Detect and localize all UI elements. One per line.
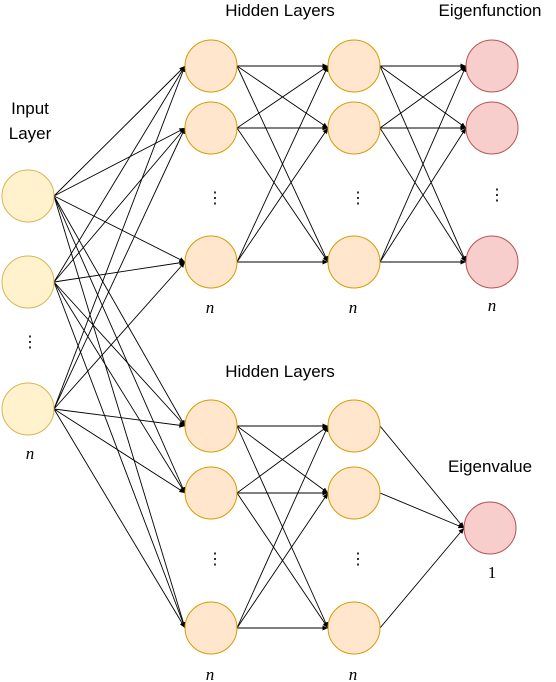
bottom-hidden1-count-label: n: [206, 665, 215, 682]
eigenfunction-label: Eigenfunction: [438, 1, 541, 20]
eigenvalue-label: Eigenvalue: [448, 457, 532, 476]
edge-input-to-th1: [53, 127, 186, 410]
input-ellipsis: ⋮: [22, 334, 38, 351]
eigenfunction-ellipsis: ⋮: [489, 187, 505, 204]
edge-input-to-bh1: [53, 195, 186, 494]
eigenfunction-node-3: [465, 235, 519, 289]
connection-edges: [53, 63, 467, 631]
edge-th2-to-ef: [379, 65, 467, 129]
top-hidden1-ellipsis: ⋮: [207, 190, 223, 207]
edge-bh2-to-ev: [379, 425, 465, 529]
top-hidden2-ellipsis: ⋮: [350, 190, 366, 207]
top-hidden1-node-1: [184, 39, 238, 93]
eigenvalue-node-1: [463, 501, 517, 555]
bottom-hidden2-node-3: [327, 601, 381, 655]
edge-input-to-th1: [53, 65, 186, 197]
edge-th2-to-ef: [379, 127, 467, 263]
edge-input-to-bh1: [53, 281, 186, 494]
edge-input-to-bh1: [53, 408, 186, 428]
top-hidden1-count-label: n: [206, 298, 215, 317]
hidden-layers-bottom-label: Hidden Layers: [225, 362, 335, 381]
edge-th1-to-th2: [236, 127, 329, 263]
eigenfunction-count-label: n: [488, 296, 497, 315]
edge-input-to-bh1: [53, 408, 186, 494]
network-nodes: [1, 39, 519, 655]
top-hidden2-node-3: [327, 235, 381, 289]
hidden-layers-top-label: Hidden Layers: [225, 1, 335, 20]
bottom-hidden1-ellipsis: ⋮: [207, 551, 223, 568]
input-node-1: [1, 169, 55, 223]
edge-bh2-to-ev: [379, 527, 465, 629]
edge-input-to-th1: [53, 127, 186, 197]
eigenvalue-count-label: 1: [488, 563, 497, 582]
top-hidden2-count-label: n: [349, 298, 358, 317]
top-hidden2-node-2: [327, 101, 381, 155]
edge-bh1-to-bh2: [236, 425, 329, 629]
input-node-2: [1, 255, 55, 309]
input-count-label: n: [26, 444, 35, 463]
input-node-3: [1, 382, 55, 436]
eigenfunction-node-1: [465, 39, 519, 93]
bottom-hidden1-node-2: [184, 466, 238, 520]
bottom-hidden2-count-label: n: [349, 665, 358, 682]
top-hidden1-node-2: [184, 101, 238, 155]
edge-input-to-th1: [53, 127, 186, 283]
edge-bh1-to-bh2: [236, 425, 329, 494]
bottom-hidden2-ellipsis: ⋮: [350, 551, 366, 568]
input-layer-label-line2: Layer: [9, 124, 52, 143]
edge-input-to-th1: [53, 261, 186, 410]
bottom-hidden2-node-2: [327, 466, 381, 520]
edge-input-to-th1: [53, 65, 186, 410]
edge-input-to-bh1: [53, 281, 186, 427]
edge-input-to-bh1: [53, 281, 186, 629]
edge-input-to-bh1: [53, 195, 186, 629]
edge-input-to-bh1: [53, 195, 186, 427]
edge-input-to-th1: [53, 65, 186, 283]
edge-th2-to-ef: [379, 65, 467, 263]
top-hidden1-node-3: [184, 235, 238, 289]
bottom-hidden1-node-1: [184, 399, 238, 453]
input-layer-label-line1: Input: [11, 99, 49, 118]
edge-bh2-to-ev: [379, 492, 465, 529]
edge-input-to-bh1: [53, 408, 186, 629]
bottom-hidden1-node-3: [184, 601, 238, 655]
edge-bh1-to-bh2: [236, 492, 329, 629]
top-hidden2-node-1: [327, 39, 381, 93]
edge-input-to-th1: [53, 195, 186, 263]
bottom-hidden2-node-1: [327, 399, 381, 453]
edge-th1-to-th2: [236, 65, 329, 263]
edge-input-to-th1: [53, 260, 186, 283]
eigenfunction-node-2: [465, 101, 519, 155]
edge-th1-to-th2: [236, 65, 329, 129]
